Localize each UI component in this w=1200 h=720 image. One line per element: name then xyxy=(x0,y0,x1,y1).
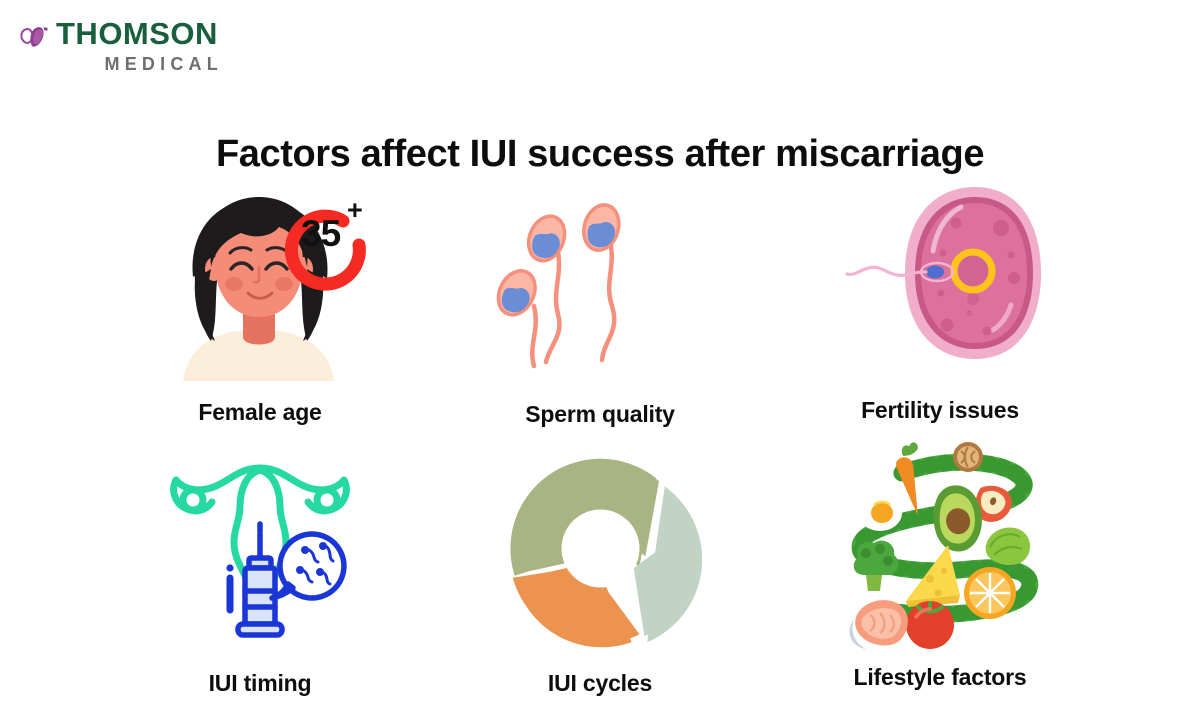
sperm-cells-icon xyxy=(485,189,715,389)
age-badge-number: 35 xyxy=(301,213,341,254)
factor-card-sperm-quality[interactable]: Sperm quality xyxy=(430,175,770,440)
factor-label-sperm-quality: Sperm quality xyxy=(525,401,675,427)
factor-card-lifestyle-factors[interactable]: Lifestyle factors xyxy=(770,440,1110,705)
brand-secondary-text: MEDICAL xyxy=(104,53,223,74)
factors-grid: 35 + Female age xyxy=(90,175,1110,705)
woman-with-age-badge-icon: 35 + xyxy=(145,181,375,381)
age-badge-plus: + xyxy=(347,195,363,225)
butterfly-icon xyxy=(18,20,52,54)
uterus-syringe-icon xyxy=(145,446,375,646)
brand-wordmark: THOMSON MEDICAL xyxy=(56,16,218,72)
factor-card-iui-cycles[interactable]: IUI cycles xyxy=(430,440,770,705)
brand-logo[interactable]: THOMSON MEDICAL xyxy=(18,16,218,73)
factor-label-fertility-issues: Fertility issues xyxy=(861,397,1019,423)
healthy-food-tape-measure-icon xyxy=(825,440,1055,649)
page-title: Factors affect IUI success after miscarr… xyxy=(215,133,985,176)
factor-label-iui-cycles: IUI cycles xyxy=(547,670,653,696)
donut-chart xyxy=(509,458,702,647)
egg-fertilization-icon xyxy=(825,173,1055,373)
factor-label-lifestyle-factors: Lifestyle factors xyxy=(853,664,1027,690)
factor-card-female-age[interactable]: 35 + Female age xyxy=(90,175,430,440)
factor-label-iui-timing: IUI timing xyxy=(208,670,312,696)
age-badge-ring xyxy=(284,209,366,291)
cycle-donut-chart-icon xyxy=(485,448,715,648)
brand-primary-text: THOMSON xyxy=(56,16,218,51)
factor-card-fertility-issues[interactable]: Fertility issues xyxy=(770,175,1110,440)
factor-label-female-age: Female age xyxy=(198,399,322,425)
age-badge: 35 + xyxy=(295,195,375,276)
factor-card-iui-timing[interactable]: IUI timing xyxy=(90,440,430,705)
